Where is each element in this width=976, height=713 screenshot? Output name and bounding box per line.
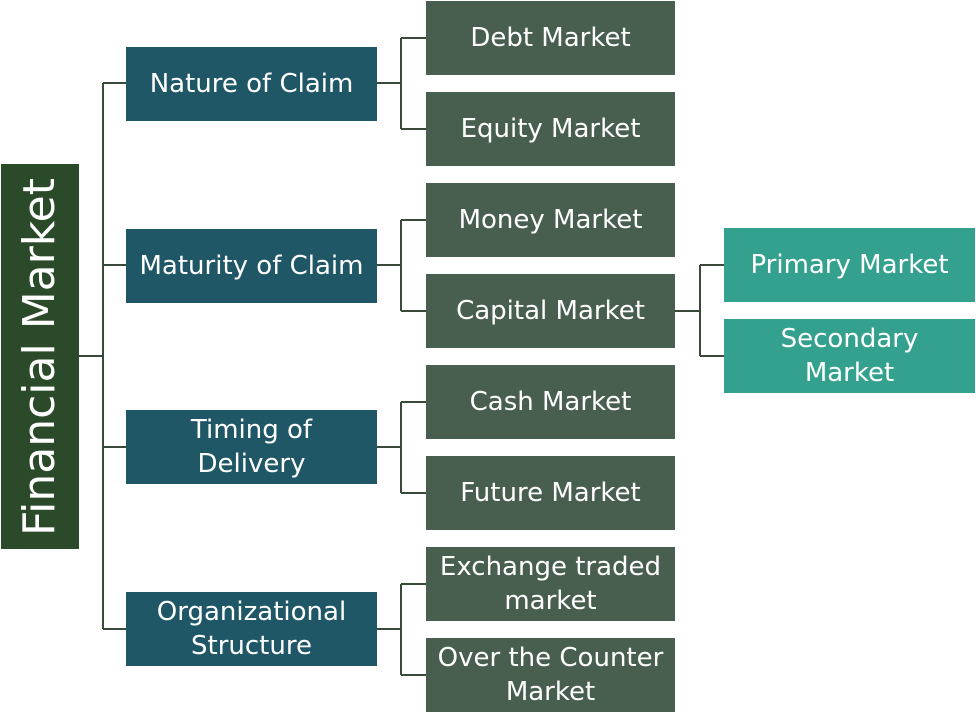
leaf-equity-market: Equity Market (426, 92, 675, 166)
leaf-label-line: Market (505, 677, 596, 707)
leaf-exchange-traded-market: Exchange traded market (426, 547, 675, 621)
category-label-line: Structure (191, 631, 312, 661)
root-node: Financial Market (1, 164, 79, 549)
category-timing-of-delivery: Timing of Delivery (126, 410, 377, 484)
category-label-line: Organizational (156, 597, 347, 627)
category-maturity-of-claim: Maturity of Claim (126, 229, 377, 303)
category-label-line: Maturity of Claim (139, 251, 364, 281)
leaf-label-line: Debt Market (470, 23, 631, 53)
leaf-label-line: Equity Market (460, 114, 641, 144)
leaf-label-line: Future Market (460, 478, 641, 508)
leaf-label-line: market (504, 586, 597, 616)
leaf-label-line: Capital Market (456, 296, 645, 326)
category-label-line: Nature of Claim (149, 69, 354, 99)
leaf-over-the-counter-market: Over the Counter Market (426, 638, 675, 712)
sub-secondary-market: Secondary Market (724, 319, 975, 393)
root-label: Financial Market (14, 177, 65, 536)
sub-label-line: Primary Market (750, 250, 949, 280)
leaf-capital-market: Capital Market (426, 274, 675, 348)
category-label-line: Timing of (190, 415, 313, 445)
leaf-label-line: Over the Counter (437, 643, 664, 673)
category-nature-of-claim: Nature of Claim (126, 47, 377, 121)
leaf-money-market: Money Market (426, 183, 675, 257)
category-organizational-structure: Organizational Structure (126, 592, 377, 666)
leaf-cash-market: Cash Market (426, 365, 675, 439)
category-label-line: Delivery (197, 449, 306, 479)
leaf-label-line: Money Market (458, 205, 643, 235)
sub-primary-market: Primary Market (724, 228, 975, 302)
leaf-label-line: Cash Market (469, 387, 632, 417)
sub-label-line: Secondary (780, 324, 919, 354)
leaf-label-line: Exchange traded (439, 552, 662, 582)
leaf-future-market: Future Market (426, 456, 675, 530)
leaf-debt-market: Debt Market (426, 1, 675, 75)
sub-label-line: Market (804, 358, 895, 388)
